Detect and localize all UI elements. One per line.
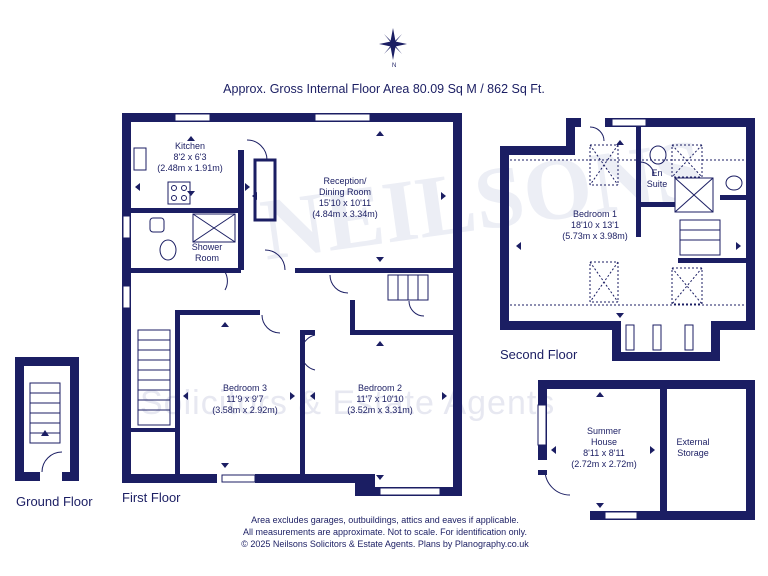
copyright-line: © 2025 Neilsons Solicitors & Estate Agen… [241, 539, 529, 549]
disclaimer-line: All measurements are approximate. Not to… [243, 527, 527, 537]
room-shower: Shower Room [185, 242, 229, 264]
room-name: Kitchen [174, 141, 206, 151]
room-name: Dining Room [318, 187, 372, 197]
room-size-imperial: 15'10 x 10'11 [318, 198, 372, 208]
room-name: Bedroom 1 [572, 209, 618, 219]
floor-label-ground: Ground Floor [16, 494, 93, 509]
room-size-imperial: 18'10 x 13'1 [571, 220, 619, 230]
room-name: Room [194, 253, 219, 263]
disclaimer-line: Area excludes garages, outbuildings, att… [251, 515, 519, 525]
compass-icon [379, 28, 407, 60]
room-size-imperial: 11'9 x 9'7 [226, 394, 264, 404]
room-name: Summer [586, 426, 621, 436]
room-name: Storage [677, 448, 709, 458]
room-bedroom1: Bedroom 1 18'10 x 13'1 (5.73m x 3.98m) [545, 209, 645, 242]
room-reception: Reception/ Dining Room 15'10 x 10'11 (4.… [290, 176, 400, 220]
room-size-metric: (3.52m x 3.31m) [347, 405, 413, 415]
room-size-imperial: 11'7 x 10'10 [356, 394, 404, 404]
room-name: External [676, 437, 710, 447]
room-ensuite: En Suite [640, 168, 674, 190]
floor-label-second: Second Floor [500, 347, 578, 362]
disclaimer: Area excludes garages, outbuildings, att… [185, 514, 585, 550]
room-bedroom3: Bedroom 3 11'9 x 9'7 (3.58m x 2.92m) [195, 383, 295, 416]
room-external-storage: External Storage [668, 437, 718, 459]
watermark-text: Solicitors & Estate Agents [140, 384, 556, 422]
floor-label-first: First Floor [122, 490, 181, 505]
room-kitchen: Kitchen 8'2 x 6'3 (2.48m x 1.91m) [150, 141, 230, 174]
compass-north-label: N [392, 63, 397, 69]
room-size-metric: (4.84m x 3.34m) [312, 209, 378, 219]
room-size-imperial: 8'2 x 6'3 [173, 152, 207, 162]
room-name: Reception/ [323, 176, 367, 186]
room-name: Shower [191, 242, 223, 252]
area-title: Approx. Gross Internal Floor Area 80.09 … [223, 82, 545, 96]
room-size-metric: (2.72m x 2.72m) [571, 459, 637, 469]
room-size-metric: (2.48m x 1.91m) [157, 163, 223, 173]
room-size-metric: (3.58m x 2.92m) [212, 405, 278, 415]
room-name: Bedroom 2 [357, 383, 403, 393]
room-name: Bedroom 3 [222, 383, 268, 393]
room-size-imperial: 8'11 x 8'11 [583, 448, 625, 458]
room-bedroom2: Bedroom 2 11'7 x 10'10 (3.52m x 3.31m) [330, 383, 430, 416]
room-name: En [651, 168, 663, 178]
room-size-metric: (5.73m x 3.98m) [562, 231, 628, 241]
room-name: House [590, 437, 617, 447]
room-summer-house: Summer House 8'11 x 8'11 (2.72m x 2.72m) [556, 426, 652, 470]
room-name: Suite [646, 179, 668, 189]
